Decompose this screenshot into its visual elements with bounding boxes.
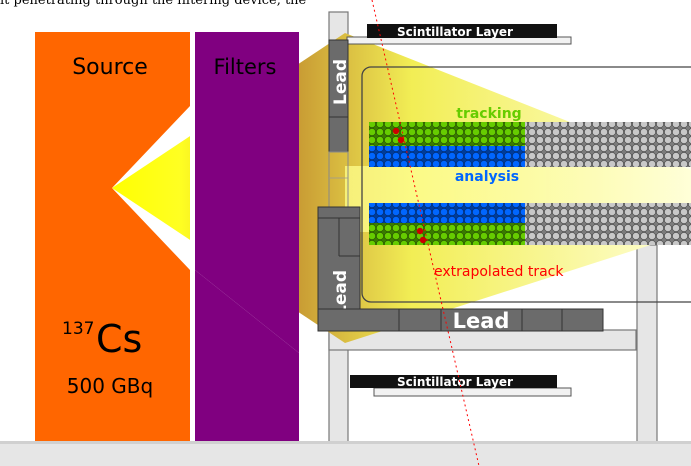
caption-fragment: it penetrating through the filtering dev… — [0, 0, 307, 8]
scintillator-bottom-plate — [373, 387, 572, 397]
floor-strip-shadow — [0, 441, 691, 444]
fiber-lower-analysis — [369, 203, 525, 223]
isotope-mass-number: 137 — [62, 319, 94, 339]
scintillator-bottom-label: Scintillator Layer — [397, 375, 513, 389]
track-hit-lower-2 — [419, 236, 427, 244]
fiber-lower-inactive — [525, 203, 691, 245]
filters-block-lower — [195, 270, 299, 443]
isotope-symbol: Cs — [96, 317, 142, 361]
fiber-upper-tracking — [369, 122, 525, 146]
lead-floor — [317, 308, 604, 332]
fiber-upper-inactive — [525, 122, 691, 167]
extrapolated-track-label: extrapolated track — [434, 264, 564, 280]
scintillator-bottom — [350, 375, 557, 388]
activity-label: 500 GBq — [67, 374, 153, 398]
track-hit-upper-2 — [397, 136, 405, 144]
scintillator-top-label: Scintillator Layer — [397, 25, 513, 39]
source-label: Source — [72, 55, 148, 80]
scintillator-top — [367, 24, 557, 38]
lead-top-label: Lead — [331, 59, 351, 105]
lead-mid-label: Lead — [331, 270, 351, 316]
tracking-label: tracking — [456, 106, 521, 122]
lead-bottom-label: Lead — [453, 309, 510, 333]
detector-housing — [361, 66, 691, 303]
frame-pillar-right — [636, 244, 658, 453]
filters-block — [195, 32, 299, 353]
track-hit-upper-1 — [392, 127, 400, 135]
fiber-upper-analysis — [369, 146, 525, 167]
source-block — [35, 32, 190, 443]
track-hit-lower-1 — [416, 227, 424, 235]
fiber-lower-tracking — [369, 223, 525, 245]
source-filter-gap — [190, 32, 195, 443]
floor-strip — [0, 441, 691, 466]
analysis-label: analysis — [455, 169, 519, 185]
filters-label: Filters — [214, 55, 277, 79]
